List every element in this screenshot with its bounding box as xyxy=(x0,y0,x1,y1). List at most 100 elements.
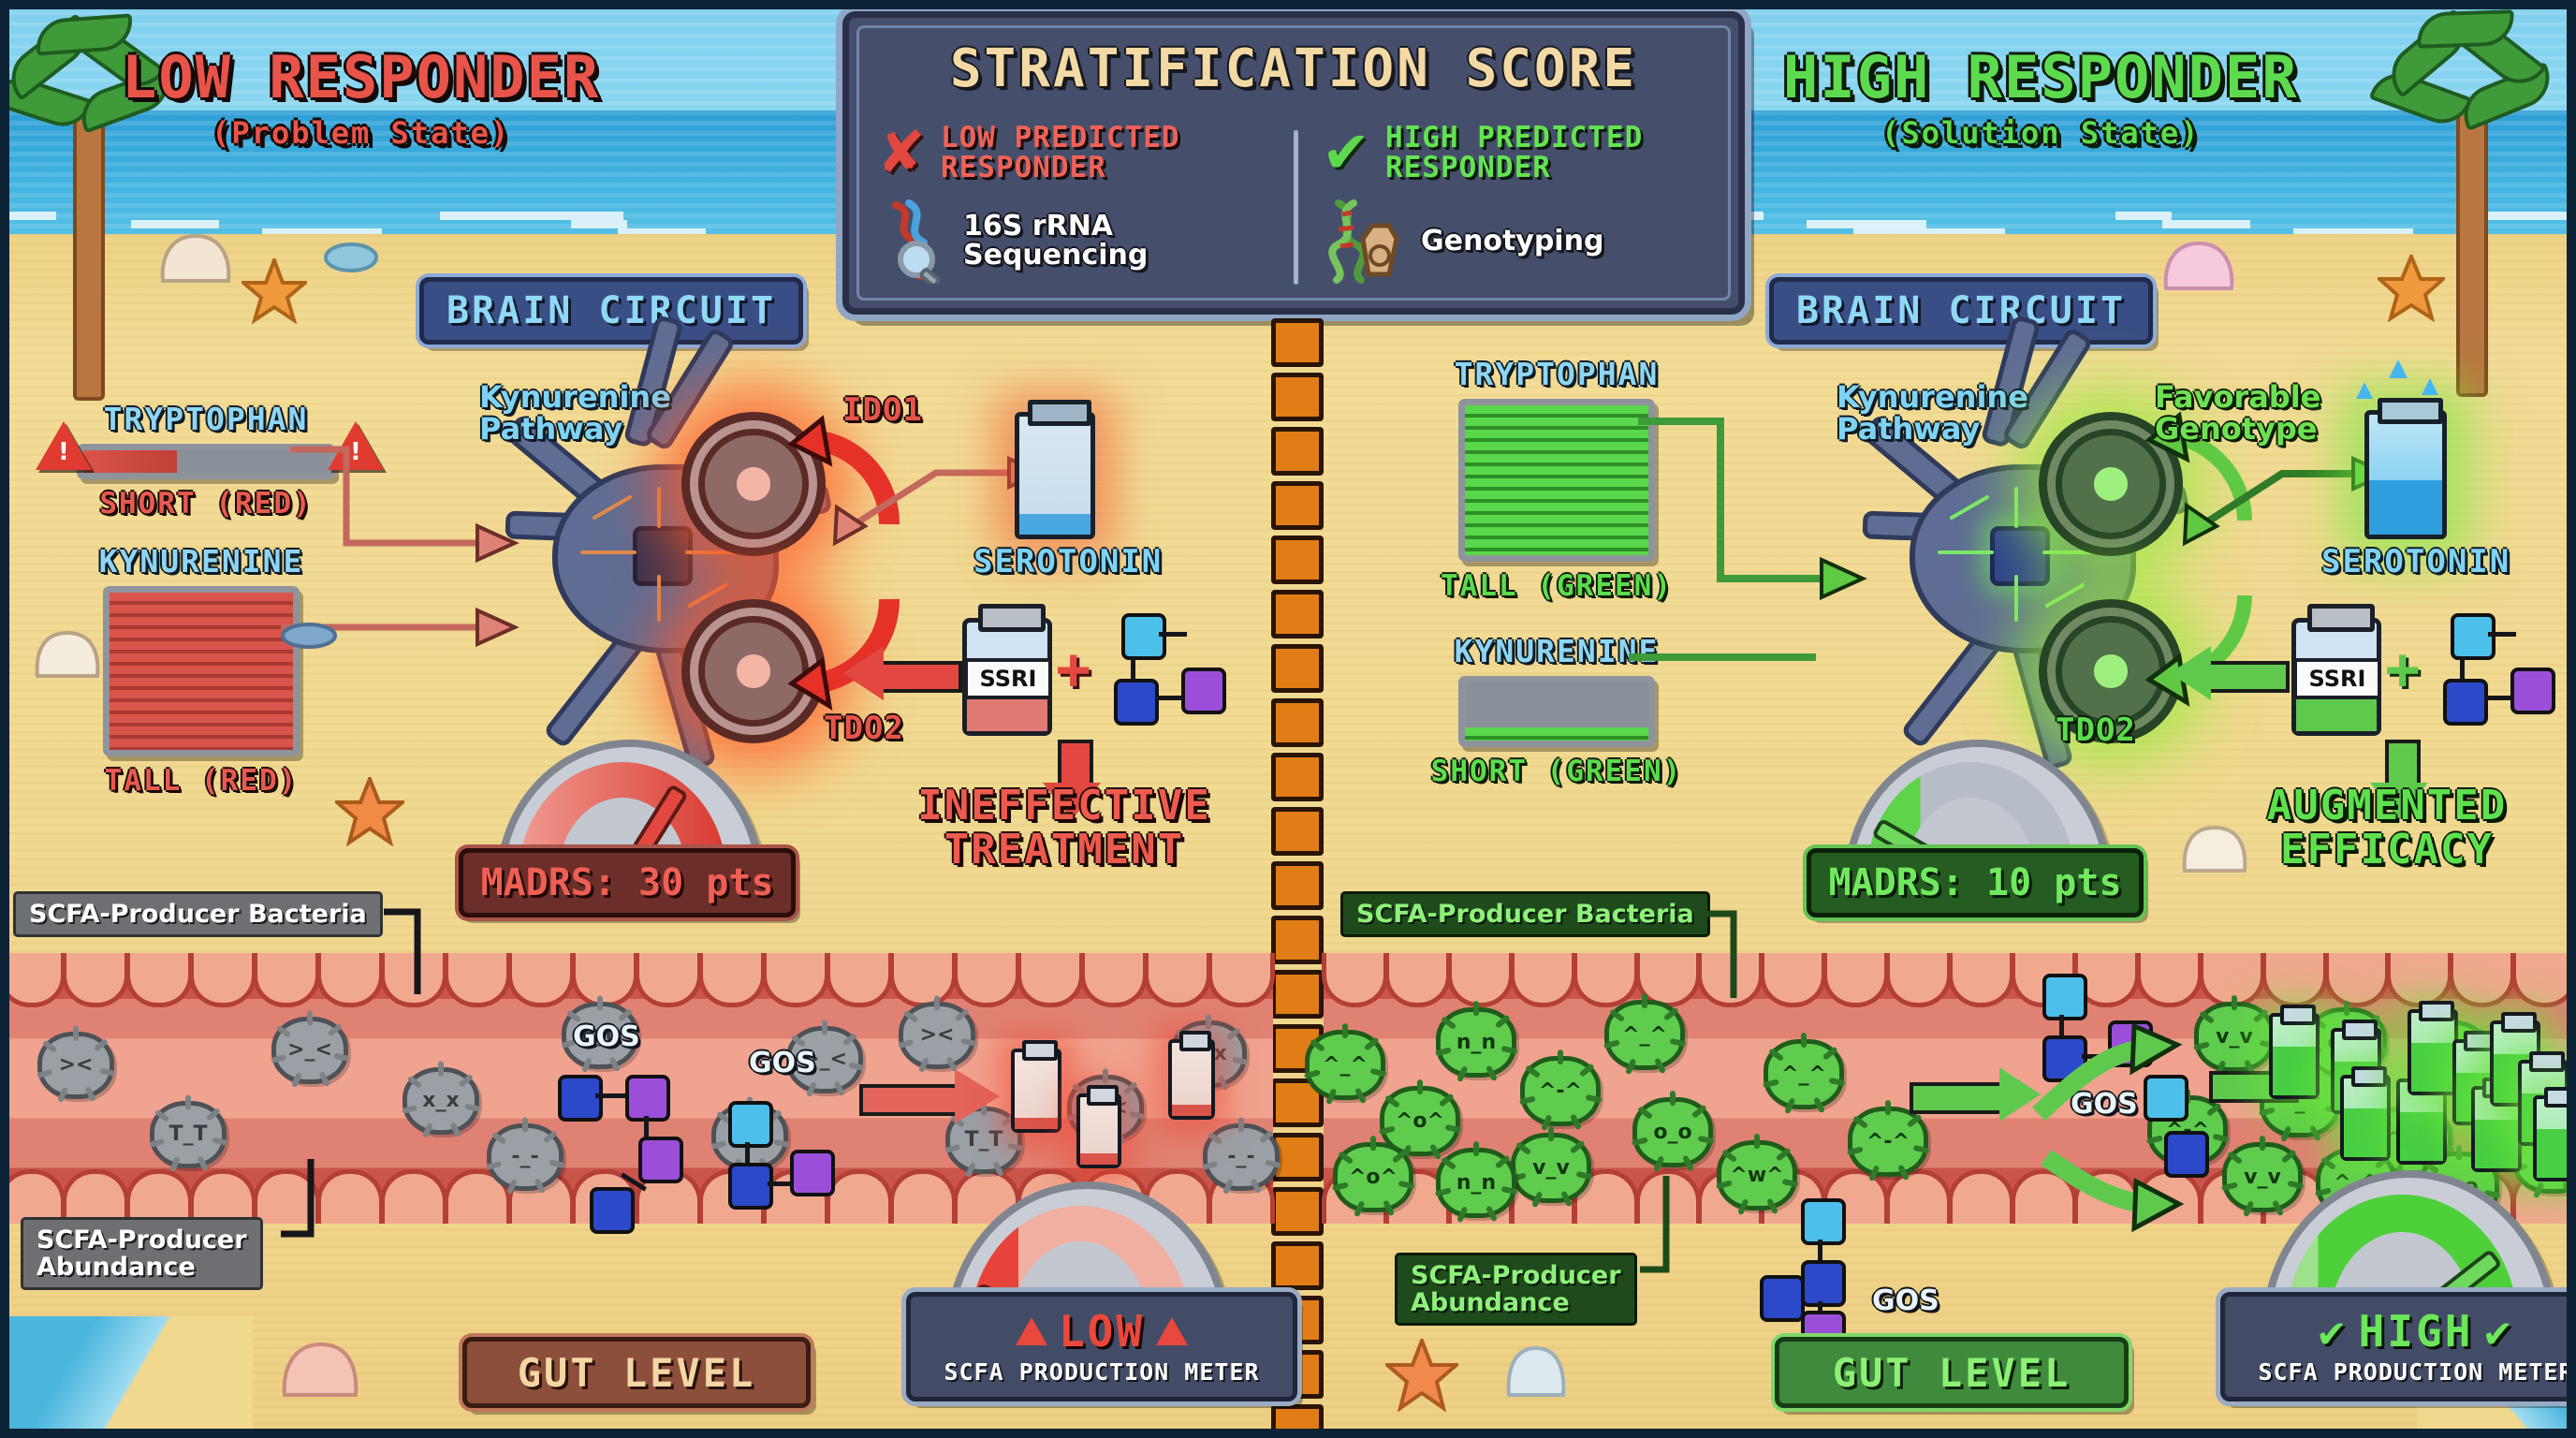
microbe-flagellum xyxy=(790,1034,807,1048)
microbe-flagellum xyxy=(1670,1090,1676,1107)
microbe-flagellum xyxy=(1103,1068,1108,1084)
scanline xyxy=(0,858,2576,860)
microbe-flagellum xyxy=(1801,1032,1807,1049)
right-tryptophan-meter xyxy=(1458,399,1655,562)
warning-triangle-icon: ! xyxy=(328,421,384,470)
starfish-icon xyxy=(1385,1339,1458,1412)
microbe-flagellum xyxy=(486,1160,503,1170)
left-panel-title: LOW RESPONDER xyxy=(122,43,601,111)
microbe-flagellum xyxy=(1417,1078,1423,1095)
starfish-icon xyxy=(242,258,307,324)
microbe-flagellum xyxy=(1007,1142,1024,1152)
microbe-face: -_- xyxy=(511,1145,539,1169)
check-mark-icon: ✔ xyxy=(2318,1306,2348,1357)
microbe-flagellum xyxy=(1754,1133,1760,1150)
foam-streak xyxy=(2293,228,2413,237)
microbe-flagellum xyxy=(1206,1014,1211,1030)
divider-brick xyxy=(1271,861,1324,910)
scfa-producer-microbe-icon: o_o xyxy=(1631,1090,1715,1172)
left-gut-gos-label-1: GOS xyxy=(573,1020,640,1053)
villus xyxy=(62,1169,129,1224)
scanline xyxy=(0,529,2576,532)
villus xyxy=(2323,953,2391,1007)
villus xyxy=(1760,953,1827,1007)
microbe-face: T_T xyxy=(964,1128,1003,1152)
right-panel-title-group: HIGH RESPONDER (Solution State) xyxy=(1783,43,2299,149)
scfa-producer-microbe-icon: n_n xyxy=(1434,1000,1518,1082)
vial-fill xyxy=(2344,1108,2387,1157)
right-scfa-level: ✔ HIGH ✔ xyxy=(2242,1306,2576,1357)
right-tryptophan-state: TALL (GREEN) xyxy=(1441,569,1673,603)
right-tryptophan-fill xyxy=(1465,405,1648,555)
bottle-cap-icon xyxy=(978,604,1046,632)
foam-streak xyxy=(131,220,219,228)
right-callout-bacteria: SCFA-Producer Bacteria xyxy=(1340,891,1710,938)
right-biomarker-leaders xyxy=(1629,418,1867,661)
microbe-flagellum xyxy=(1852,1114,1869,1129)
microbe-face: v_v xyxy=(2216,1025,2253,1049)
microbe-flagellum xyxy=(2320,1155,2337,1170)
divider-brick xyxy=(1271,970,1324,1019)
left-scfa-meter-caption: SCFA PRODUCTION METER xyxy=(944,1358,1260,1386)
right-callout-leaders xyxy=(1640,910,1737,1273)
divider-brick xyxy=(1271,698,1324,747)
right-panel-title: HIGH RESPONDER xyxy=(1783,43,2299,111)
right-gut-gos-molecule-2 xyxy=(1760,1198,1919,1357)
left-gut-gos-label-2: GOS xyxy=(749,1047,816,1079)
microbe-face: ^o^ xyxy=(1349,1166,1398,1190)
seashell-icon xyxy=(2182,825,2247,873)
scanline xyxy=(0,748,2576,751)
seashell-icon xyxy=(160,233,231,283)
villus xyxy=(762,953,829,1007)
depleted-microbe-icon: -_- xyxy=(1202,1117,1281,1195)
full-scfa-vial-icon xyxy=(2340,1066,2391,1161)
left-scfa-meter-tag: LOW SCFA PRODUCTION METER xyxy=(906,1292,1297,1401)
microbe-flagellum xyxy=(1238,1117,1244,1133)
microbe-flagellum xyxy=(902,1009,919,1023)
left-serotonin-vial xyxy=(1015,400,1095,539)
villus xyxy=(889,953,957,1007)
left-enzyme-label-tdo2: TDO2 xyxy=(824,710,904,747)
seashell-icon xyxy=(2163,241,2234,290)
left-gos-molecule-icon xyxy=(1114,613,1245,726)
villus xyxy=(1208,953,1275,1007)
microbe-flagellum xyxy=(898,1038,915,1049)
left-madrs-value: MADRS: 30 pts xyxy=(480,861,774,904)
depleted-microbe-icon: T_T xyxy=(149,1094,228,1172)
villus xyxy=(1572,953,1639,1007)
microbe-flagellum xyxy=(1473,1140,1479,1157)
rna-magnifier-icon xyxy=(877,198,950,288)
scfa-producer-microbe-icon: ^_^ xyxy=(1762,1032,1846,1114)
right-gut-gos-label-1: GOS xyxy=(2071,1088,2138,1121)
microbe-face: T_T xyxy=(168,1123,208,1147)
left-kynurenine-name: KYNURENINE xyxy=(98,543,304,580)
microbe-face: v_v xyxy=(2244,1166,2281,1190)
scanline xyxy=(0,1018,2576,1020)
empty-scfa-vial-icon xyxy=(1076,1085,1121,1168)
right-kynurenine-state: SHORT (GREEN) xyxy=(1430,755,1683,788)
left-scfa-level: LOW xyxy=(928,1306,1276,1357)
microbe-flagellum xyxy=(954,1007,970,1022)
empty-scfa-vial-icon xyxy=(1168,1031,1215,1120)
panel-divider xyxy=(1294,130,1298,285)
microbe-face: n_n xyxy=(1456,1171,1497,1196)
divider-brick xyxy=(1271,427,1324,476)
empty-scfa-vial-icon xyxy=(1011,1040,1061,1133)
villus xyxy=(507,953,575,1007)
left-gut-gos-molecule-2 xyxy=(721,1101,861,1232)
right-gut-level-label: GUT LEVEL xyxy=(1832,1349,2071,1396)
vial-cap-icon xyxy=(1022,1040,1058,1061)
foam-streak xyxy=(0,212,56,220)
microbe-flagellum xyxy=(1202,1160,1219,1170)
left-panel-subtitle: (Problem State) xyxy=(212,115,511,151)
vial-cap-icon xyxy=(2529,1051,2565,1072)
right-villi-top xyxy=(1322,953,2576,1007)
microbe-flagellum xyxy=(1370,1135,1376,1152)
microbe-face: ^o^ xyxy=(1396,1109,1444,1134)
microbe-flagellum xyxy=(1912,1144,1930,1153)
